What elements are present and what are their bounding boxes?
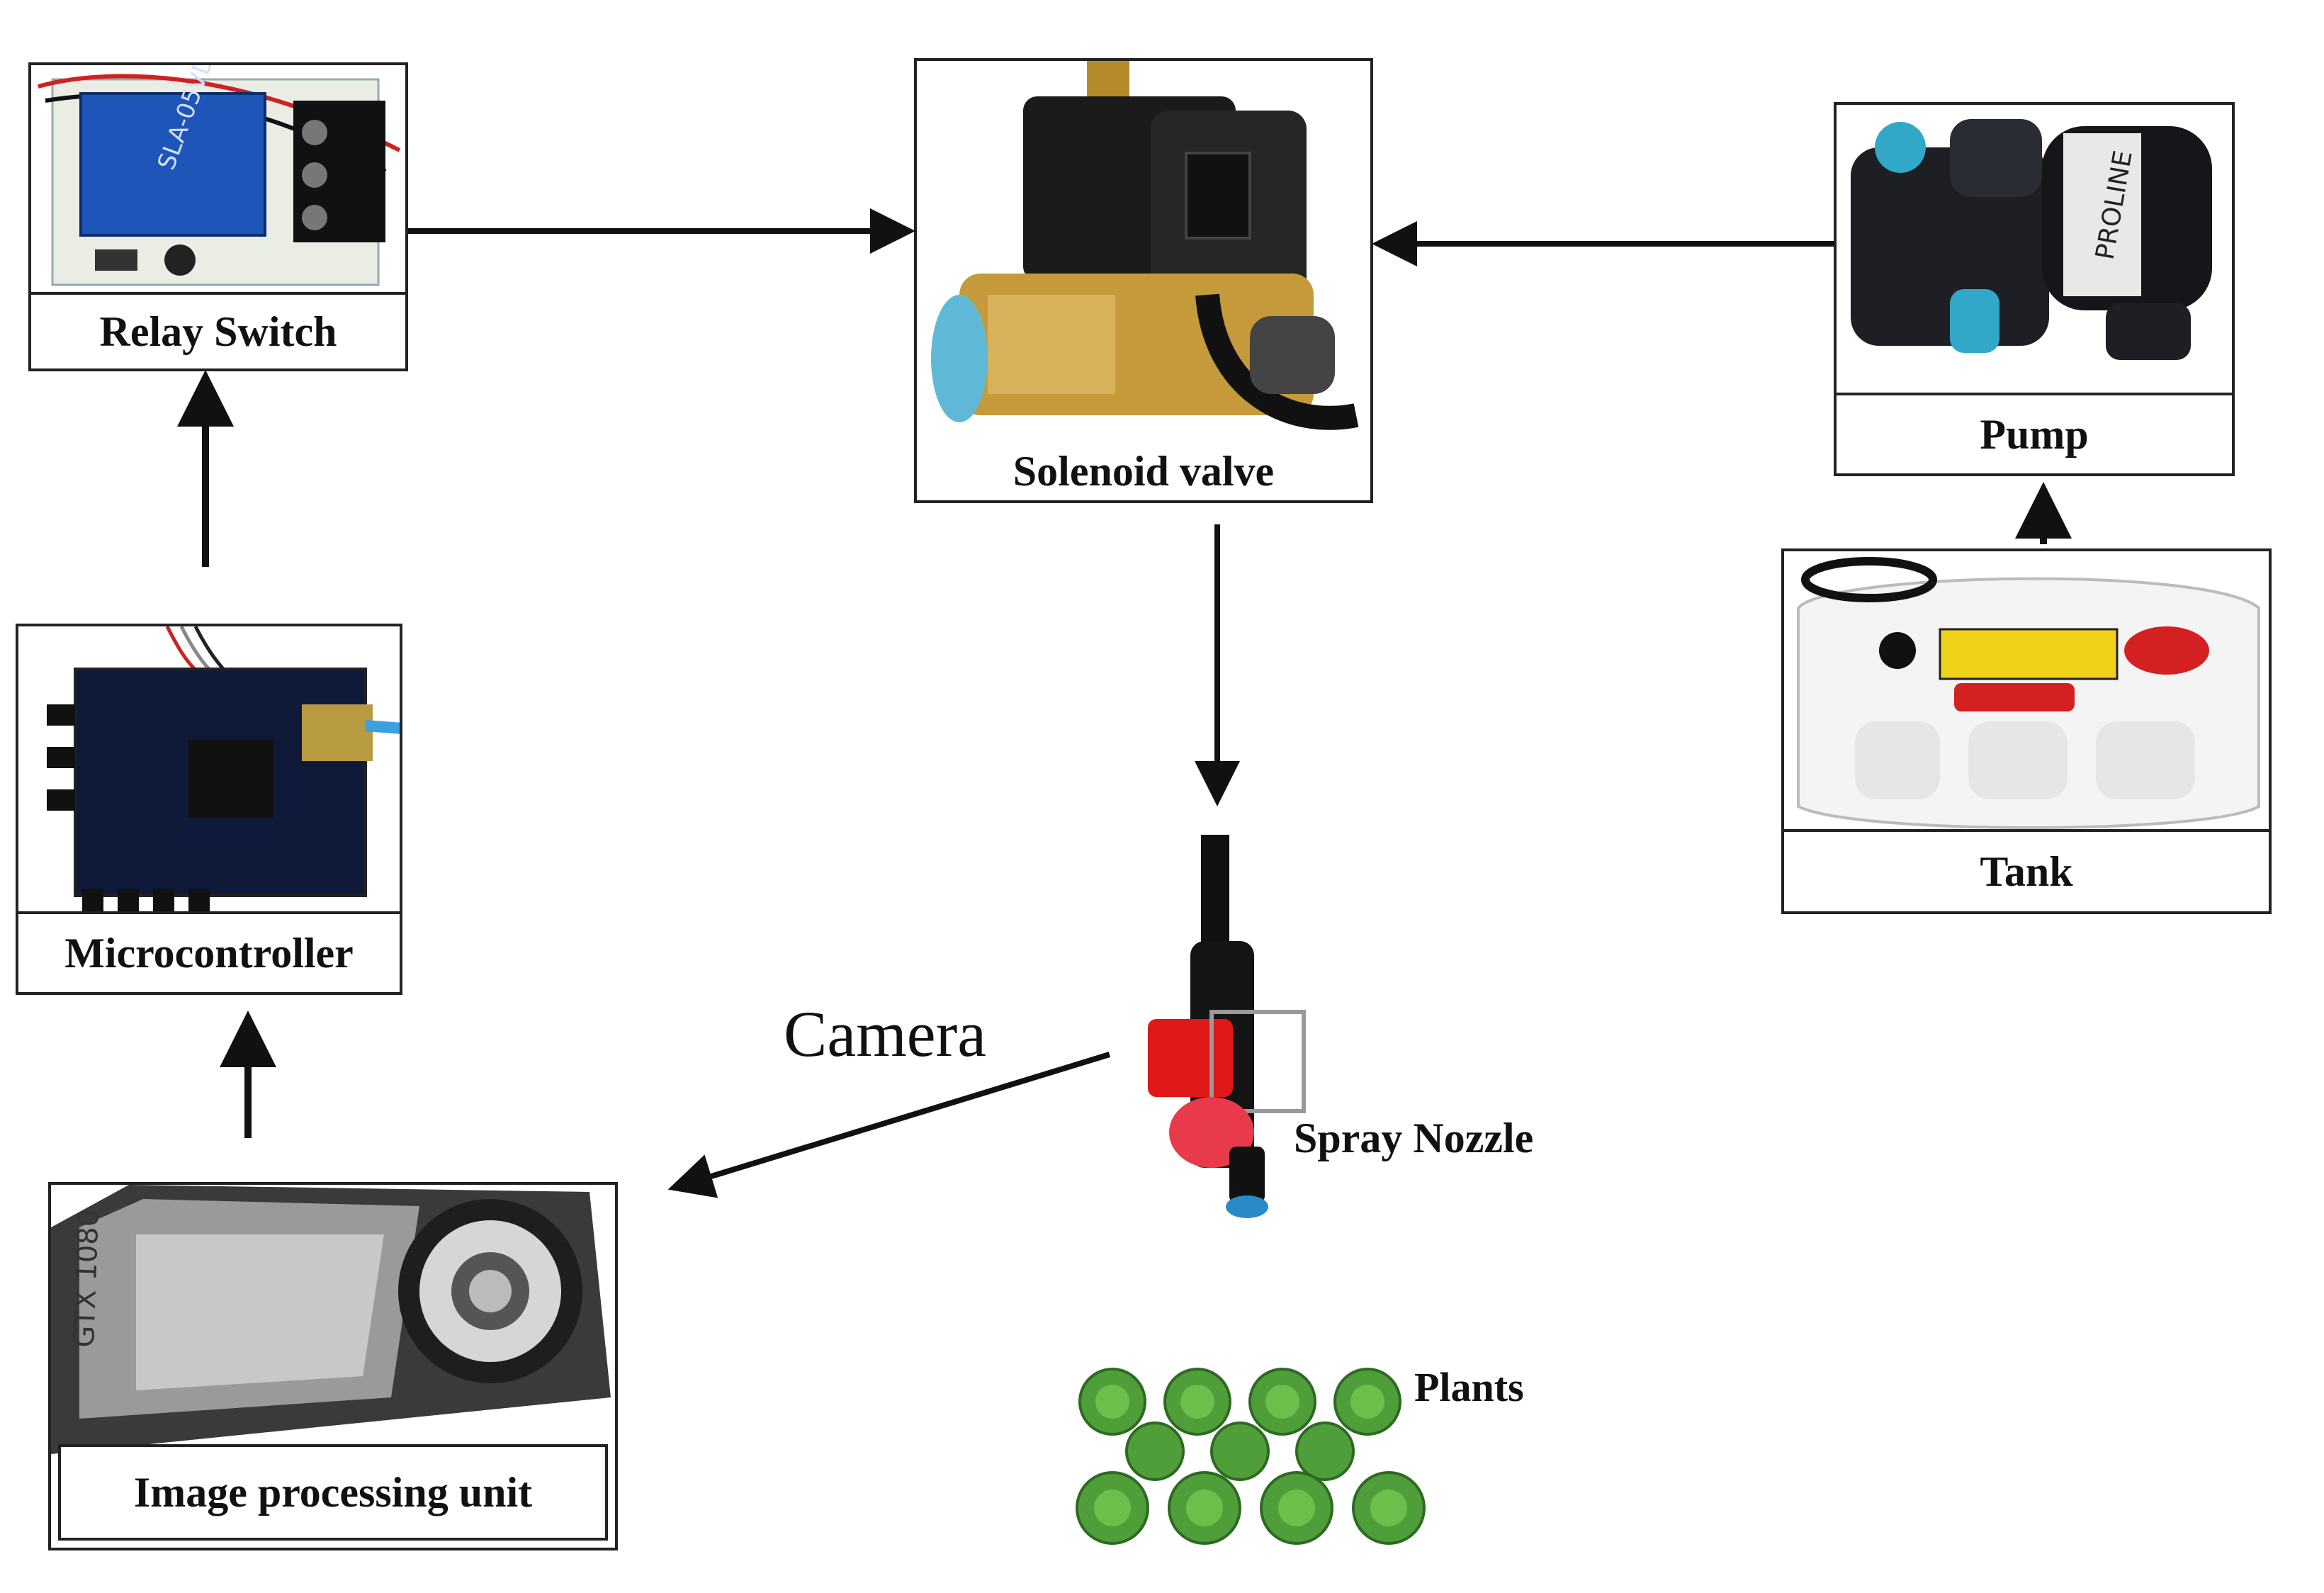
spray-nozzle-with-camera-photo xyxy=(1134,835,1311,1232)
spray-tank-photo xyxy=(1784,551,2269,832)
pump-box: PROLINE Pump xyxy=(1834,102,2235,476)
tank-box: Tank xyxy=(1781,548,2272,914)
tank-label: Tank xyxy=(1784,829,2269,911)
solenoid-valve-label: Solenoid valve xyxy=(917,442,1370,500)
spray-nozzle-label: Spray Nozzle xyxy=(1294,1115,1534,1161)
image-processing-unit-box: GTX 1080 Image processing unit xyxy=(48,1182,618,1550)
camera-label: Camera xyxy=(784,998,987,1070)
svg-text:GTX 1080: GTX 1080 xyxy=(68,1208,106,1348)
microcontroller-box: Microcontroller xyxy=(16,624,402,995)
relay-switch-box: SLA-05VDC Relay Switch xyxy=(28,62,408,371)
water-pump-photo: PROLINE xyxy=(1837,105,2232,395)
solenoid-valve-photo xyxy=(917,61,1370,442)
image-processing-unit-label: Image processing unit xyxy=(58,1444,608,1541)
arrow-camera-to-processing xyxy=(667,1052,1111,1198)
relay-switch-label: Relay Switch xyxy=(31,292,405,368)
plants-label: Plants xyxy=(1414,1364,1524,1410)
pump-label: Pump xyxy=(1837,393,2232,473)
strawberry-plants-photo xyxy=(1070,1359,1438,1565)
microcontroller-label: Microcontroller xyxy=(18,911,400,992)
arduino-board-photo xyxy=(18,626,400,914)
solenoid-valve-box: Solenoid valve xyxy=(914,58,1373,503)
graphics-card-photo: GTX 1080 xyxy=(51,1185,615,1457)
relay-module-photo: SLA-05VDC xyxy=(31,65,405,295)
